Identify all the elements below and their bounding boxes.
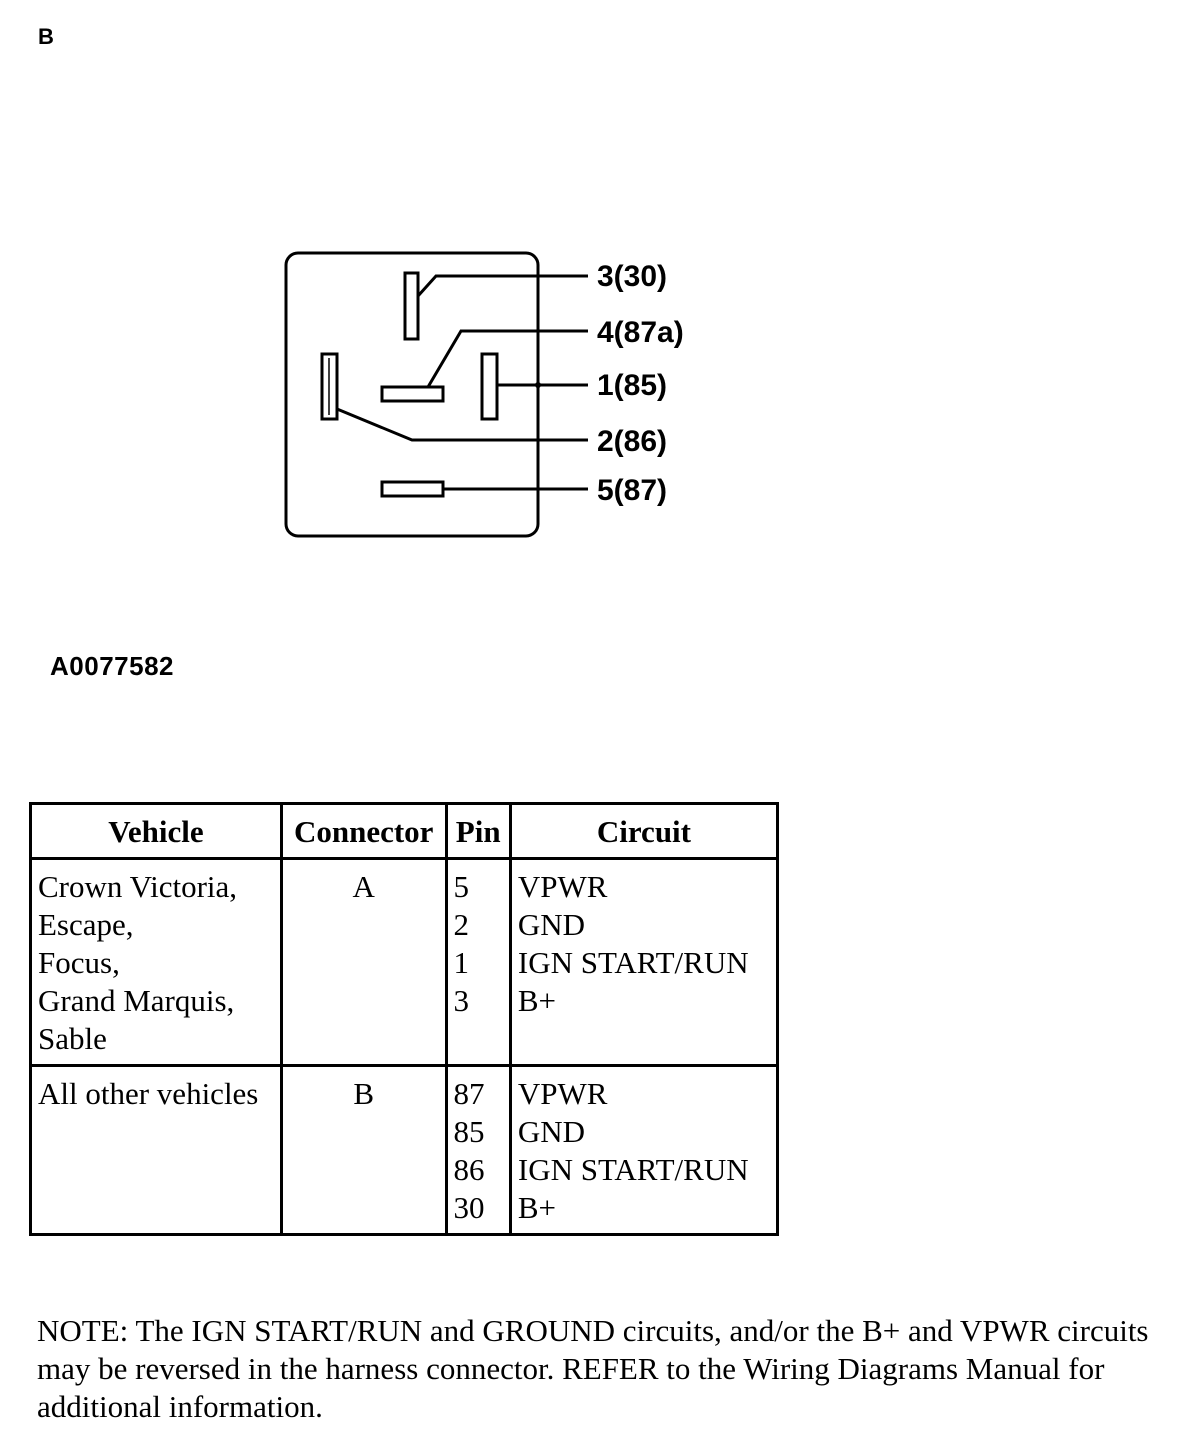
- terminal-4-lead: [426, 329, 588, 388]
- pin-cell: 87 85 86 30: [444, 1064, 512, 1236]
- terminal-5-blade: [380, 480, 445, 498]
- pin-value: 1: [453, 945, 470, 980]
- pin-value: 30: [453, 1190, 485, 1225]
- pin-value: 2: [453, 907, 470, 942]
- vehicle-line: Escape,: [38, 907, 134, 942]
- circuit-value: IGN START/RUN: [517, 945, 749, 980]
- section-letter: B: [38, 24, 54, 49]
- circuit-value: GND: [517, 1114, 586, 1149]
- pin-value: 3: [453, 983, 470, 1018]
- connector-cell: A: [279, 857, 448, 1067]
- circuit-value: B+: [517, 1190, 557, 1225]
- terminal-1-junction: [535, 382, 541, 388]
- circuit-value: B+: [517, 983, 557, 1018]
- connector-cell: B: [279, 1064, 448, 1236]
- table-row: Crown Victoria, Escape, Focus, Grand Mar…: [29, 857, 780, 1067]
- pin-value: 5: [453, 869, 470, 904]
- vehicle-cell: All other vehicles: [29, 1064, 283, 1236]
- pin-value: 87: [453, 1076, 485, 1111]
- pin-cell: 5 2 1 3: [444, 857, 512, 1067]
- terminal-3-blade: [403, 271, 420, 341]
- circuit-value: IGN START/RUN: [517, 1152, 749, 1187]
- header-pin: Pin: [444, 802, 512, 860]
- connector-body: [284, 251, 540, 538]
- table-row: All other vehicles B 87 85 86 30 VPWR GN…: [29, 1064, 780, 1236]
- vehicle-line: Focus,: [38, 945, 120, 980]
- terminal-1-blade: [480, 352, 499, 421]
- pin-label-2: 2(86): [597, 425, 667, 458]
- vehicle-line: All other vehicles: [38, 1076, 259, 1111]
- pin-label-3: 3(30): [597, 260, 667, 293]
- pin-label-5: 5(87): [597, 474, 667, 507]
- figure-id: A0077582: [50, 651, 174, 681]
- table-header-row: Vehicle Connector Pin Circuit: [29, 802, 780, 860]
- terminal-2-lead: [336, 407, 588, 442]
- pin-label-4: 4(87a): [597, 316, 684, 349]
- circuit-cell: VPWR GND IGN START/RUN B+: [508, 857, 780, 1067]
- vehicle-cell: Crown Victoria, Escape, Focus, Grand Mar…: [29, 857, 283, 1067]
- note-text: NOTE: The IGN START/RUN and GROUND circu…: [37, 1313, 1149, 1424]
- header-circuit: Circuit: [508, 802, 780, 860]
- relay-connector-diagram: 3(30) 4(87a) 1(85) 2(86) 5(87): [284, 251, 684, 538]
- terminal-3-lead: [416, 274, 588, 298]
- circuit-cell: VPWR GND IGN START/RUN B+: [508, 1064, 780, 1236]
- terminal-4-blade: [380, 385, 445, 403]
- vehicle-line: Grand Marquis,: [38, 983, 235, 1018]
- circuit-value: VPWR: [517, 869, 608, 904]
- header-connector: Connector: [279, 802, 448, 860]
- circuit-value: GND: [517, 907, 586, 942]
- header-vehicle: Vehicle: [29, 802, 283, 860]
- pin-value: 85: [453, 1114, 485, 1149]
- vehicle-line: Sable: [38, 1021, 107, 1056]
- circuit-value: VPWR: [517, 1076, 608, 1111]
- pin-label-1: 1(85): [597, 369, 667, 402]
- pin-value: 86: [453, 1152, 485, 1187]
- pinout-table: Vehicle Connector Pin Circuit Crown Vict…: [29, 802, 780, 1236]
- vehicle-line: Crown Victoria,: [38, 869, 238, 904]
